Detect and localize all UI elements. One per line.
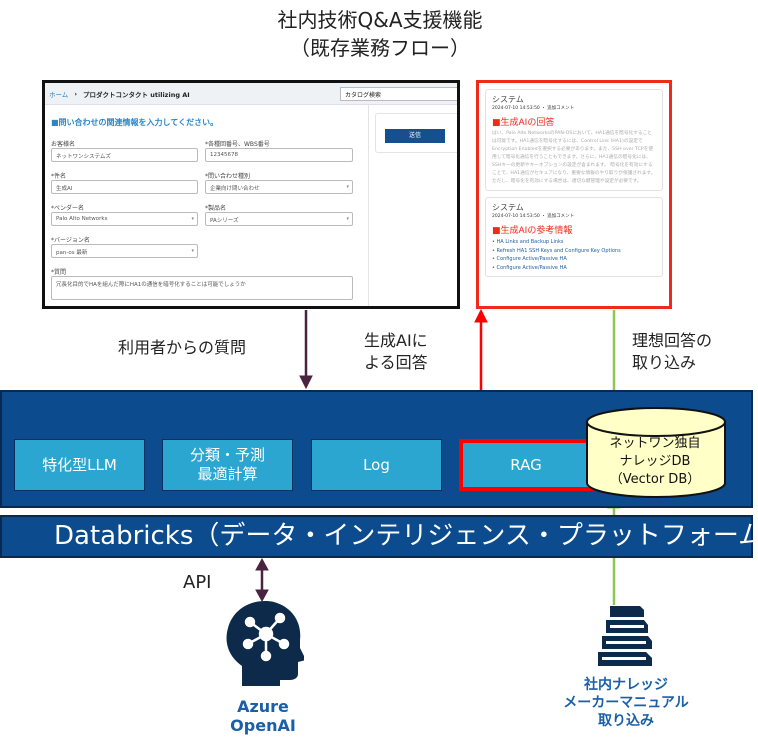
vendor-label: *ベンダー名 (51, 205, 85, 212)
version-select[interactable]: pan-os 最新 (51, 244, 198, 258)
db-line: ナレッジDB (619, 454, 691, 469)
log-box: Log (311, 439, 442, 491)
ai-head-icon (226, 601, 304, 686)
box-line: 最適計算 (197, 465, 258, 483)
reference-link[interactable]: Configure Active/Passive HA (492, 255, 656, 264)
send-button[interactable]: 送信 (385, 129, 445, 143)
specialized-llm-box: 特化型LLM (14, 439, 145, 491)
vendor-select[interactable]: Palo Alto Networks (51, 212, 198, 226)
product-select[interactable]: PAシリーズ (205, 212, 353, 226)
classification-prediction-box: 分類・予測最適計算 (162, 439, 293, 491)
ai-answer-screenshot: システム 2024-07-10 14:53:50 ・ 追加コメント ■生成AIの… (476, 80, 672, 309)
databricks-bar: Databricks（データ・インテリジェンス・プラットフォーム） (0, 515, 758, 558)
ai-answer-label-line1: 生成AIに (364, 331, 428, 350)
inquiry-type-label: *問い合わせ種別 (205, 173, 251, 180)
breadcrumb-home[interactable]: ホーム (49, 90, 69, 99)
knowledge-import-label: 社内ナレッジ メーカーマニュアル 取り込み (556, 676, 696, 730)
reference-card: システム 2024-07-10 14:53:50 ・ 追加コメント ■生成AIの… (485, 197, 663, 277)
product-label: *製品名 (205, 205, 227, 212)
reference-link[interactable]: Configure Active/Passive HA (492, 264, 656, 273)
vector-db-label: ネットワン独自 ナレッジDB （Vector DB） (585, 435, 725, 489)
question-label: *質問 (51, 269, 67, 276)
api-arrow (255, 557, 269, 603)
ideal-answer-label-line2: 取り込み (632, 353, 697, 372)
order-number-label: *各種回番号、WBS番号 (205, 141, 270, 148)
ideal-answer-label: 理想回答の 取り込み (632, 330, 712, 374)
form-sidebar: 送信 (368, 105, 457, 306)
catalog-search-input[interactable]: カタログ検索 (340, 87, 457, 101)
answer-arrow (474, 308, 488, 392)
customer-label: お客様名 (51, 141, 76, 148)
reference-links: HA Links and Backup Links Refresh HA1 SS… (492, 238, 656, 272)
ideal-answer-label-line1: 理想回答の (632, 331, 713, 350)
title-line1: 社内技術Q&A支援機能 (277, 8, 483, 32)
db-line: ネットワン独自 (609, 436, 701, 451)
box-line: 分類・予測 (189, 446, 265, 464)
database-icon (586, 407, 726, 498)
order-number-input[interactable]: 12345678 (205, 148, 353, 162)
title-line2: （既存業務フロー） (290, 36, 470, 60)
subject-label: *件名 (51, 173, 67, 180)
ai-answer-label-line2: よる回答 (364, 353, 428, 372)
subject-input[interactable]: 生成AI (51, 180, 198, 194)
inquiry-form: ■問い合わせの関連情報を入力してください。 お客様名 ネットワンシステムズ *各… (45, 105, 365, 306)
card-heading: ■生成AIの参考情報 (492, 226, 573, 236)
answer-card: システム 2024-07-10 14:53:50 ・ 追加コメント ■生成AIの… (485, 89, 663, 191)
breadcrumb-separator: › (74, 89, 77, 98)
question-arrow (299, 310, 313, 390)
breadcrumb-current: プロダクトコンタクト utilizing AI (83, 90, 190, 99)
inquiry-type-select[interactable]: 企業向け問い合わせ (205, 180, 353, 194)
books-icon (598, 606, 652, 666)
card-heading: ■生成AIの回答 (492, 118, 555, 128)
knowledge-line1: 社内ナレッジ (584, 677, 668, 693)
reference-link[interactable]: Refresh HA1 SSH Keys and Configure Key O… (492, 247, 656, 256)
ai-answer-label: 生成AIに よる回答 (364, 330, 428, 374)
card-meta: 2024-07-10 14:53:50 ・ 追加コメント (492, 214, 575, 219)
form-heading: ■問い合わせの関連情報を入力してください。 (51, 118, 219, 127)
card-meta: 2024-07-10 14:53:50 ・ 追加コメント (492, 106, 575, 111)
azure-openai-label: Azure OpenAI (213, 697, 313, 735)
send-panel: 送信 (375, 113, 457, 153)
api-label: API (183, 572, 212, 593)
card-author: システム (492, 95, 524, 104)
card-body: はい、Palo Alto NetworksのPAN-OSにおいて、HA1通信を暗… (492, 131, 656, 184)
azure-line1: Azure (237, 697, 289, 716)
inquiry-form-screenshot: ホーム › プロダクトコンタクト utilizing AI カタログ検索 ■問い… (42, 80, 460, 309)
customer-input[interactable]: ネットワンシステムズ (51, 148, 198, 162)
reference-link[interactable]: HA Links and Backup Links (492, 238, 656, 247)
knowledge-line2: メーカーマニュアル (563, 695, 689, 711)
question-textarea[interactable]: 冗長化目的でHAを組んだ際にHA1の通信を暗号化することは可能でしょうか (51, 276, 353, 300)
azure-line2: OpenAI (230, 716, 296, 735)
version-label: *バージョン名 (51, 237, 90, 244)
diagram-title: 社内技術Q&A支援機能 （既存業務フロー） (180, 6, 580, 62)
card-author: システム (492, 203, 524, 212)
knowledge-line3: 取り込み (598, 713, 654, 729)
db-line: （Vector DB） (609, 472, 701, 487)
vector-db-cylinder: ネットワン独自 ナレッジDB （Vector DB） (585, 405, 727, 504)
rag-box: RAG (459, 439, 593, 491)
user-question-label: 利用者からの質問 (118, 338, 247, 357)
